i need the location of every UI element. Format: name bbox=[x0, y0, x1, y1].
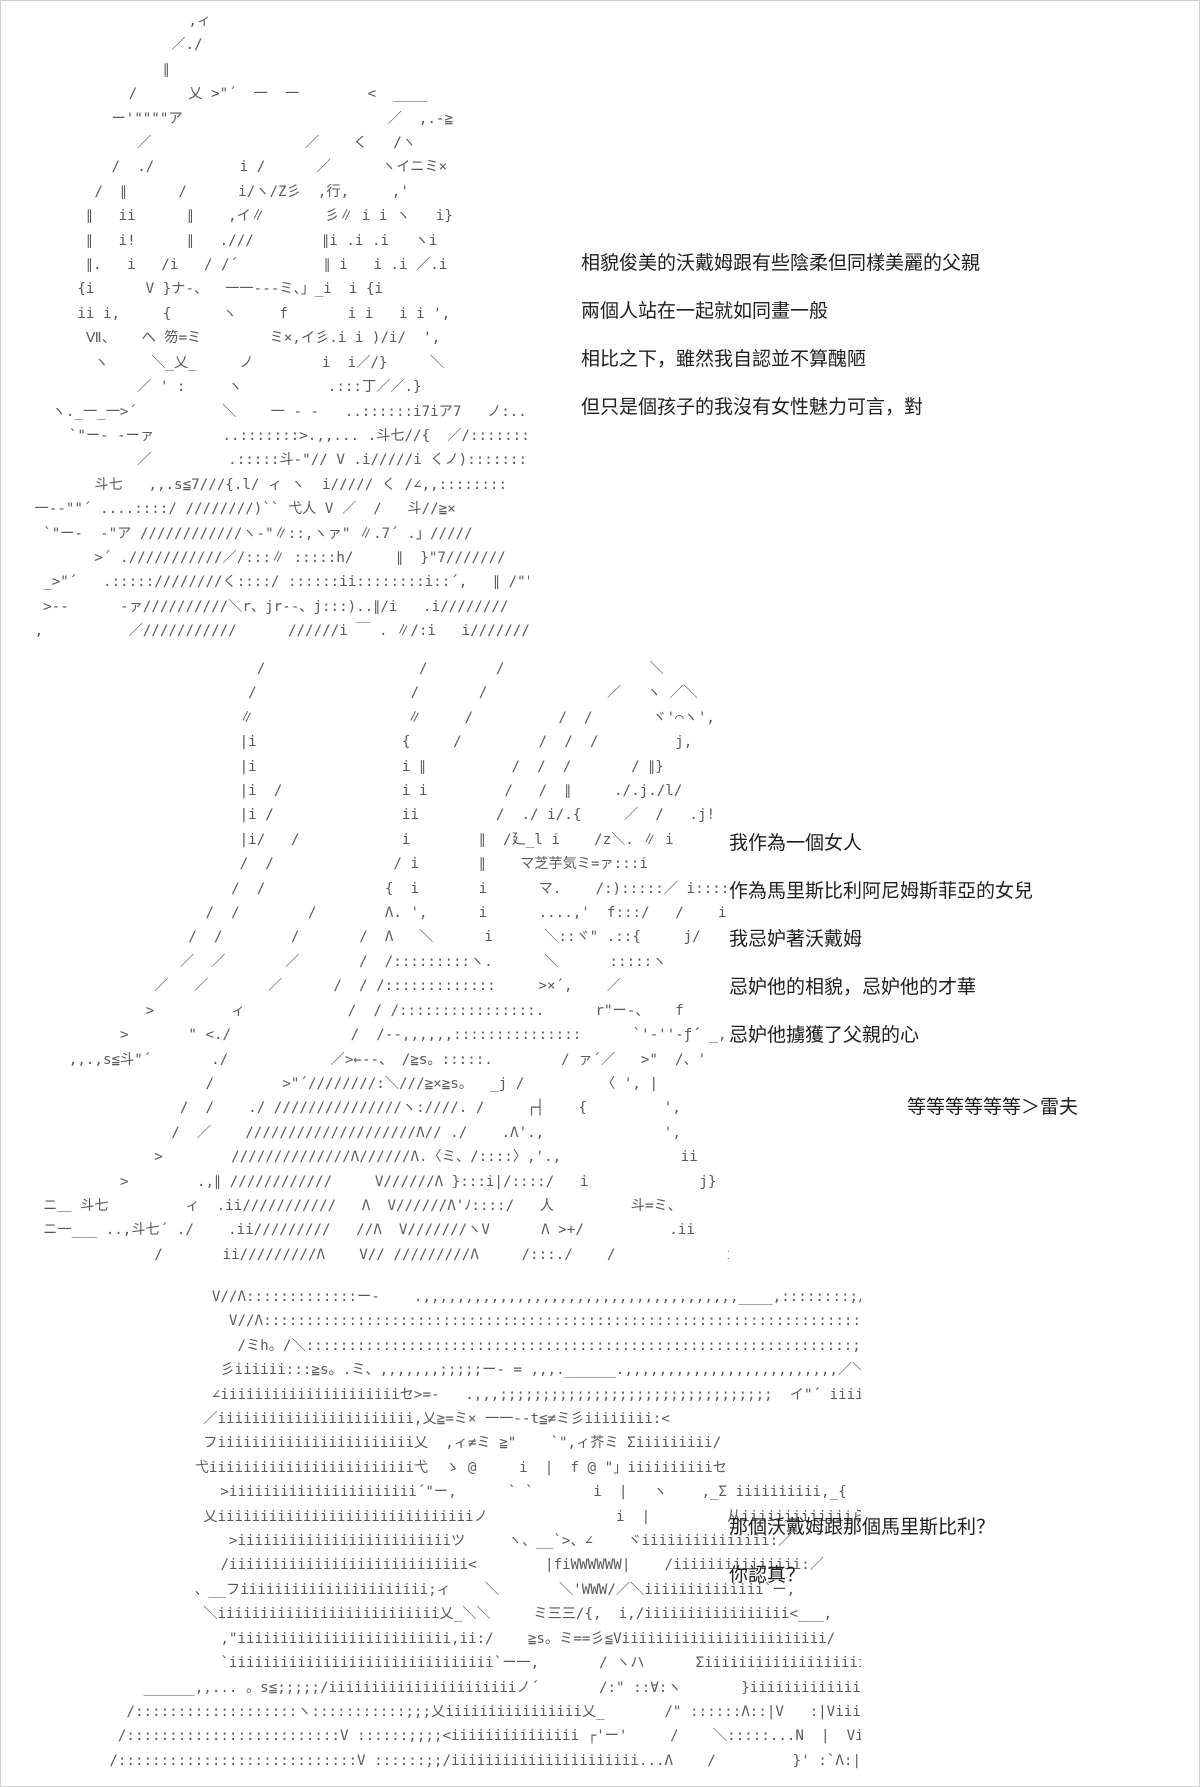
caption-line: 你認真？ bbox=[729, 1564, 806, 1586]
caption-line: 相貌俊美的沃戴姆跟有些陰柔但同樣美麗的父親 bbox=[581, 252, 981, 274]
ascii-art-panel-middle: / / / ＼ / / / ／ ヽ ／＼ ∥ ∥ / / / bbox=[43, 661, 729, 1263]
caption-line: 忌妒他的相貌，忌妒他的才華 bbox=[729, 976, 977, 998]
caption-line: 我作為一個女人 bbox=[729, 832, 863, 854]
caption-line: 作為馬里斯比利阿尼姆斯菲亞的女兒 bbox=[729, 880, 1034, 902]
caption-line: 相比之下，雖然我自認並不算醜陋 bbox=[581, 348, 867, 370]
caption-block-bottom: 那個沃戴姆跟那個馬里斯比利？ 你認真？ bbox=[729, 1503, 995, 1599]
ascii-art-panel-top: ,ィ ／./ ∥ / 乂 >"´ 一 一 < ____ ー'""""ア ／ ,.… bbox=[34, 13, 529, 639]
caption-line: 那個沃戴姆跟那個馬里斯比利？ bbox=[729, 1516, 996, 1538]
caption-block-top: 相貌俊美的沃戴姆跟有些陰柔但同樣美麗的父親 兩個人站在一起就如同畫一般 相比之下… bbox=[581, 239, 980, 431]
caption-line: 兩個人站在一起就如同畫一般 bbox=[581, 300, 829, 322]
caption-line: 但只是個孩子的我沒有女性魅力可言，對 bbox=[581, 396, 924, 418]
ascii-art-panel-bottom: V//Λ:::::::::::::ー- .,,,,,,,,,,,,,,,,,,,… bbox=[109, 1289, 861, 1769]
caption-line: 忌妒他擄獲了父親的心 bbox=[729, 1024, 920, 1046]
caption-block-middle: 我作為一個女人 作為馬里斯比利阿尼姆斯菲亞的女兒 我忌妒著沃戴姆 忌妒他的相貌，… bbox=[729, 819, 1078, 1131]
caption-aside: 等等等等等等＞雷夫 bbox=[907, 1096, 1079, 1118]
caption-line: 我忌妒著沃戴姆 bbox=[729, 928, 863, 950]
